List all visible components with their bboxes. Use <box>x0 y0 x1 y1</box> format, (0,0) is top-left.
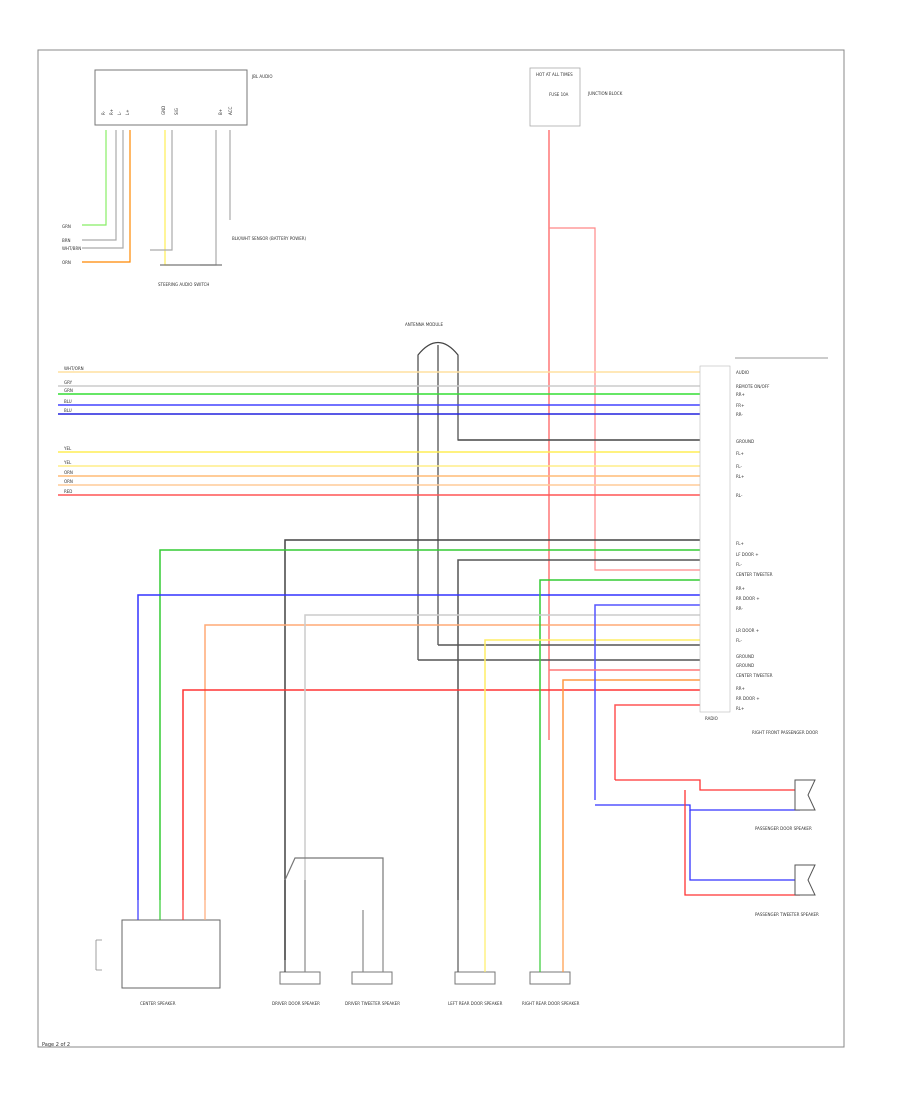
pin-label: ACC <box>228 107 233 115</box>
fuse-sublabel: FUSE 10A <box>549 92 569 97</box>
footer-text: Page 2 of 2 <box>42 1042 70 1048</box>
pin-label: L+ <box>125 109 130 115</box>
bus-wire-label: GRY <box>64 380 73 385</box>
bus-wire-label: WHT/ORN <box>64 366 84 371</box>
antenna-cable <box>417 341 700 660</box>
amplifier-connector <box>699 365 731 713</box>
bus-terminal-label: FL- <box>736 638 742 643</box>
bus-wire-label: GRN <box>64 388 73 393</box>
bus-wire-label: BLU <box>64 399 72 404</box>
antenna-label: ANTENNA MODULE <box>405 322 444 327</box>
bus-terminal-label: CENTER TWEETER <box>736 673 773 678</box>
bus-terminal-label: LR DOOR + <box>736 628 759 633</box>
bus-terminal-label: RR+ <box>736 586 745 591</box>
pin-label: R- <box>101 110 106 115</box>
bus-terminal-label: RR DOOR + <box>736 596 760 601</box>
bus-terminal-label: RR- <box>736 606 743 611</box>
driver-speaker-loop <box>284 857 384 910</box>
bus-wire-label: ORN <box>64 470 73 475</box>
bus-terminal-label: RR- <box>736 412 743 417</box>
bus-terminal-label: FL- <box>736 464 742 469</box>
bus-terminal-label: RL+ <box>736 474 744 479</box>
right-speaker-wires <box>595 779 800 896</box>
right-speaker-2-label: PASSENGER TWEETER SPEAKER <box>755 912 819 917</box>
pin-label: B+ <box>218 109 223 115</box>
right-speaker-2 <box>794 864 816 896</box>
bus-terminal-label: CENTER TWEETER <box>736 572 773 577</box>
bus-terminal-label: RL+ <box>736 706 744 711</box>
amplifier-label: RADIO <box>705 716 718 721</box>
left-rear-door-speaker <box>454 971 496 985</box>
fuse-note: JUNCTION BLOCK <box>587 91 623 96</box>
wire-label: BRN <box>62 238 71 243</box>
bus-terminal-label: GROUND <box>736 439 754 444</box>
bus-terminal-label: REMOTE ON/OFF <box>736 384 770 389</box>
bus-terminal-label: FL+ <box>736 541 744 546</box>
upper-bus <box>58 371 700 415</box>
bus-terminal-label: GROUND <box>736 654 754 659</box>
bus-terminal-label: AUDIO <box>736 370 749 375</box>
bus-terminal-label: FL- <box>736 562 742 567</box>
bus-wire-label: ORN <box>64 479 73 484</box>
bus-terminal-label: RL- <box>736 493 743 498</box>
wire-label: ORN <box>62 260 71 265</box>
right-rear-door-speaker <box>529 971 571 985</box>
bus-terminal-label: LF DOOR + <box>736 552 759 557</box>
right-speaker-1 <box>794 779 816 811</box>
fuse-branch-wire <box>549 227 700 571</box>
top-left-note: BLK/WHT SENSOR (BATTERY POWER) <box>232 236 307 241</box>
middle-bus <box>58 439 700 496</box>
bus-terminal-label: GROUND <box>736 663 754 668</box>
bus-terminal-label: RR DOOR + <box>736 696 760 701</box>
lower-bus <box>137 539 700 960</box>
right-speaker-1-label: PASSENGER DOOR SPEAKER <box>755 826 812 831</box>
bus-wire-label: RED <box>64 489 72 494</box>
bus-terminal-label: FL+ <box>736 451 744 456</box>
pin-label: SIG <box>174 108 179 115</box>
wire-label: GRN <box>62 224 71 229</box>
driver-tweeter-speaker <box>351 971 393 985</box>
driver-tweeter-speaker-label: DRIVER TWEETER SPEAKER <box>345 1001 400 1006</box>
top-left-module: JBL AUDIO R- R+ L- L+ GND SIG B+ ACC <box>94 69 273 126</box>
wire-label: WHT/BRN <box>62 246 81 251</box>
pin-label: GND <box>161 106 166 115</box>
diagram-frame <box>37 49 845 1048</box>
bus-terminal-label: RR+ <box>736 392 745 397</box>
top-left-module-label: JBL AUDIO <box>251 74 273 79</box>
bus-terminal-label: RR+ <box>736 686 745 691</box>
bus-wire-label: YEL <box>63 446 72 451</box>
bus-wire-label: BLU <box>64 408 72 413</box>
speaker-lead-wires <box>137 880 564 972</box>
center-speaker-label: CENTER SPEAKER <box>140 1001 176 1006</box>
bus-terminal-label: FR+ <box>736 403 744 408</box>
steering-module-label: STEERING AUDIO SWITCH <box>158 282 209 287</box>
center-speaker <box>95 919 221 989</box>
top-left-wires <box>82 130 231 266</box>
bus-wire-label: YEL <box>63 460 72 465</box>
left-rear-door-speaker-label: LEFT REAR DOOR SPEAKER <box>448 1001 503 1006</box>
driver-door-speaker <box>279 971 321 985</box>
driver-door-speaker-label: DRIVER DOOR SPEAKER <box>272 1001 320 1006</box>
fuse-label: HOT AT ALL TIMES <box>536 72 573 77</box>
fuse-block: HOT AT ALL TIMES FUSE 10A JUNCTION BLOCK <box>529 67 623 127</box>
right-rear-door-speaker-label: RIGHT REAR DOOR SPEAKER <box>522 1001 580 1006</box>
right-module-label: RIGHT FRONT PASSENGER DOOR <box>752 730 818 735</box>
pin-label: L- <box>117 111 122 115</box>
pin-label: R+ <box>109 109 114 115</box>
